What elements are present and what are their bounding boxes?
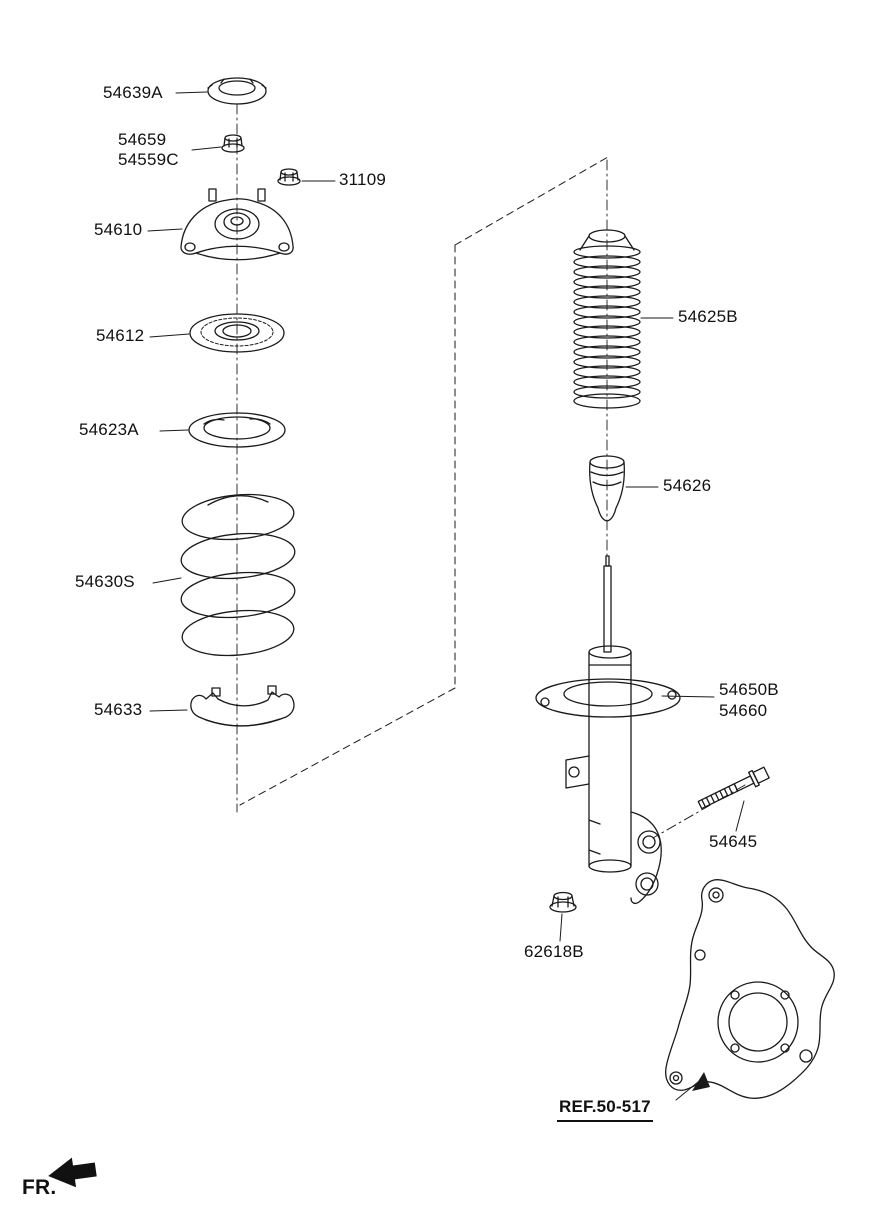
front-marker-label: FR. <box>22 1176 57 1199</box>
lower-pad-drawing <box>190 685 295 727</box>
centerlines <box>236 103 746 839</box>
leader-lines <box>147 91 745 1101</box>
part-label-54650b: 54650B <box>719 680 779 699</box>
knuckle-drawing <box>665 879 835 1099</box>
part-label-54659: 54659 <box>118 130 167 149</box>
insulator-drawing <box>180 188 294 261</box>
part-label-54625b: 54625B <box>678 307 738 326</box>
part-label-54626: 54626 <box>663 476 712 495</box>
bumper-stopper-drawing <box>589 455 625 522</box>
strut-cap-drawing <box>207 77 267 105</box>
part-label-54623a: 54623A <box>79 420 139 439</box>
bearing-drawing <box>189 313 285 353</box>
part-label-54660: 54660 <box>719 701 768 720</box>
part-label-54639a: 54639A <box>103 83 163 102</box>
part-label-54633: 54633 <box>94 700 143 719</box>
knuckle-reference-label: REF.50-517 <box>557 1097 653 1122</box>
upper-pad-drawing <box>188 412 286 448</box>
flange-nut-drawing <box>277 168 301 186</box>
front-direction-arrow <box>48 1157 97 1188</box>
part-label-54610: 54610 <box>94 220 143 239</box>
fold-dashed-lines <box>239 156 609 806</box>
lock-nut-drawing <box>221 134 245 153</box>
bolt-drawing <box>697 766 770 810</box>
dust-cover-drawing <box>573 229 641 409</box>
part-label-54645: 54645 <box>709 832 758 851</box>
part-label-62618b: 62618B <box>524 942 584 961</box>
coil-spring-drawing <box>180 493 296 657</box>
part-label-31109: 31109 <box>339 170 387 189</box>
part-label-54559c: 54559C <box>118 150 179 169</box>
strut-drawing <box>535 555 681 905</box>
part-label-54612: 54612 <box>96 326 145 345</box>
part-label-54630s: 54630S <box>75 572 135 591</box>
lower-nut-drawing <box>549 891 577 913</box>
